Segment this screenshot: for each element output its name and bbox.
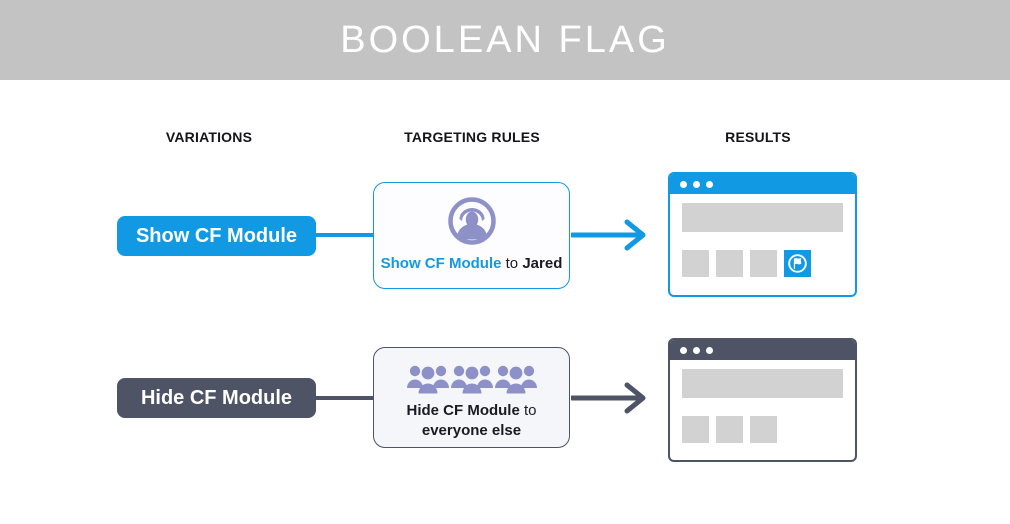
tile-row bbox=[682, 250, 843, 277]
window-dot-icon bbox=[680, 180, 687, 188]
column-label-variations: VARIATIONS bbox=[165, 129, 253, 145]
rule-flag-name: Hide CF Module bbox=[406, 401, 520, 419]
placeholder-tile bbox=[682, 250, 709, 277]
targeting-rule-card-row2: Hide CF Module to everyone else bbox=[373, 347, 570, 448]
result-browser-module-shown bbox=[668, 172, 857, 297]
single-user-avatar-icon bbox=[447, 197, 496, 246]
variation-pill-hide-cf-module: Hide CF Module bbox=[117, 378, 316, 418]
column-label-results: RESULTS bbox=[725, 129, 791, 145]
header-band: BOOLEAN FLAG bbox=[0, 0, 1010, 80]
flag-in-circle-icon bbox=[788, 254, 807, 273]
placeholder-banner bbox=[682, 203, 843, 232]
targeting-rule-card-row1: Show CF Module to Jared bbox=[373, 182, 570, 289]
connector-line-row1 bbox=[314, 233, 375, 237]
placeholder-tile bbox=[750, 250, 777, 277]
cf-module-tile bbox=[784, 250, 811, 277]
browser-content bbox=[670, 360, 855, 443]
column-label-targeting-rules: TARGETING RULES bbox=[404, 129, 540, 145]
tile-row bbox=[682, 416, 843, 443]
result-browser-module-hidden bbox=[668, 338, 857, 462]
arrow-right-dark bbox=[571, 382, 646, 414]
variation-pill-label: Hide CF Module bbox=[140, 386, 293, 409]
page-title: BOOLEAN FLAG bbox=[340, 18, 670, 61]
window-dot-icon bbox=[693, 180, 700, 188]
browser-title-bar bbox=[670, 340, 855, 360]
window-dot-icon bbox=[706, 180, 713, 188]
variation-pill-show-cf-module: Show CF Module bbox=[117, 216, 316, 256]
rule-target-user: Jared bbox=[522, 255, 563, 273]
targeting-rule-text-row2: Hide CF Module to everyone else bbox=[406, 401, 536, 442]
rule-connector: to bbox=[505, 255, 519, 273]
placeholder-tile bbox=[716, 250, 743, 277]
placeholder-tile bbox=[750, 416, 777, 443]
window-dot-icon bbox=[693, 346, 700, 354]
window-dot-icon bbox=[680, 346, 687, 354]
rule-flag-name: Show CF Module bbox=[380, 255, 502, 273]
placeholder-banner bbox=[682, 369, 843, 398]
rule-target-audience: everyone else bbox=[421, 422, 522, 439]
browser-title-bar bbox=[670, 174, 855, 194]
targeting-rule-text-row1: Show CF Module to Jared bbox=[381, 254, 563, 274]
browser-content bbox=[670, 194, 855, 277]
crowd-of-users-icon bbox=[406, 365, 537, 394]
connector-line-row2 bbox=[314, 396, 375, 400]
variation-pill-label: Show CF Module bbox=[135, 224, 298, 247]
arrow-right-blue bbox=[571, 219, 646, 251]
placeholder-tile bbox=[716, 416, 743, 443]
placeholder-tile bbox=[682, 416, 709, 443]
window-dot-icon bbox=[706, 346, 713, 354]
rule-connector: to bbox=[523, 401, 537, 419]
